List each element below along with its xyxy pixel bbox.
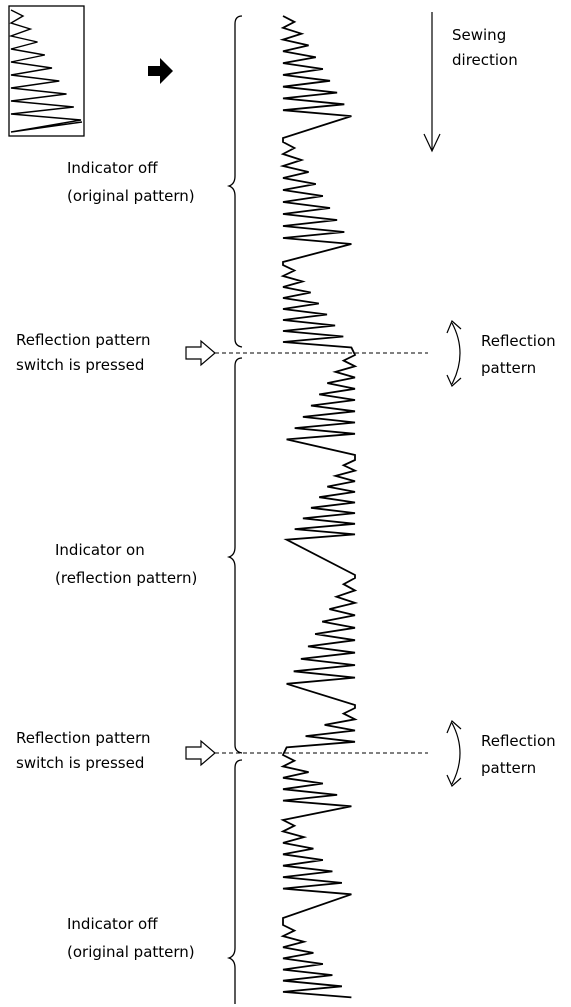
hollow-arrow-icon <box>185 339 216 367</box>
sewing-direction-label-line1: Sewing <box>452 26 506 44</box>
hollow-arrow-icon <box>185 739 216 767</box>
indicator-on-label-line1: Indicator on <box>55 541 145 559</box>
switch-pressed-label-1-line2: switch is pressed <box>16 356 144 374</box>
curved-double-arrow-icon <box>446 719 462 787</box>
switch-pressed-label-1-line1: Reflection pattern <box>16 331 151 349</box>
reflection-label-2-line1: Reflection <box>481 732 556 750</box>
indicator-off-label-2-line1: Indicator off <box>67 915 158 933</box>
indicator-on-label-line2: (reflection pattern) <box>55 569 197 587</box>
brace-indicator-off-2 <box>226 759 243 1004</box>
pattern-thumbnail <box>8 5 85 137</box>
curved-double-arrow-icon <box>446 319 462 387</box>
switch-pressed-label-2-line2: switch is pressed <box>16 754 144 772</box>
switch-pressed-label-2-line1: Reflection pattern <box>16 729 151 747</box>
sewing-direction-label-line2: direction <box>452 51 518 69</box>
right-arrow-icon <box>148 58 173 84</box>
reflection-label-1-line1: Reflection <box>481 332 556 350</box>
thumbnail-zigzag <box>8 9 83 133</box>
reflection-label-2-line2: pattern <box>481 759 536 777</box>
sewing-direction-arrow-icon <box>423 12 441 153</box>
reflection-label-1-line2: pattern <box>481 359 536 377</box>
indicator-off-label-1-line1: Indicator off <box>67 159 158 177</box>
brace-indicator-on <box>226 357 243 754</box>
stitch-pattern <box>279 15 359 999</box>
indicator-off-label-2-line2: (original pattern) <box>67 943 195 961</box>
brace-indicator-off-1 <box>226 15 243 348</box>
indicator-off-label-1-line2: (original pattern) <box>67 187 195 205</box>
